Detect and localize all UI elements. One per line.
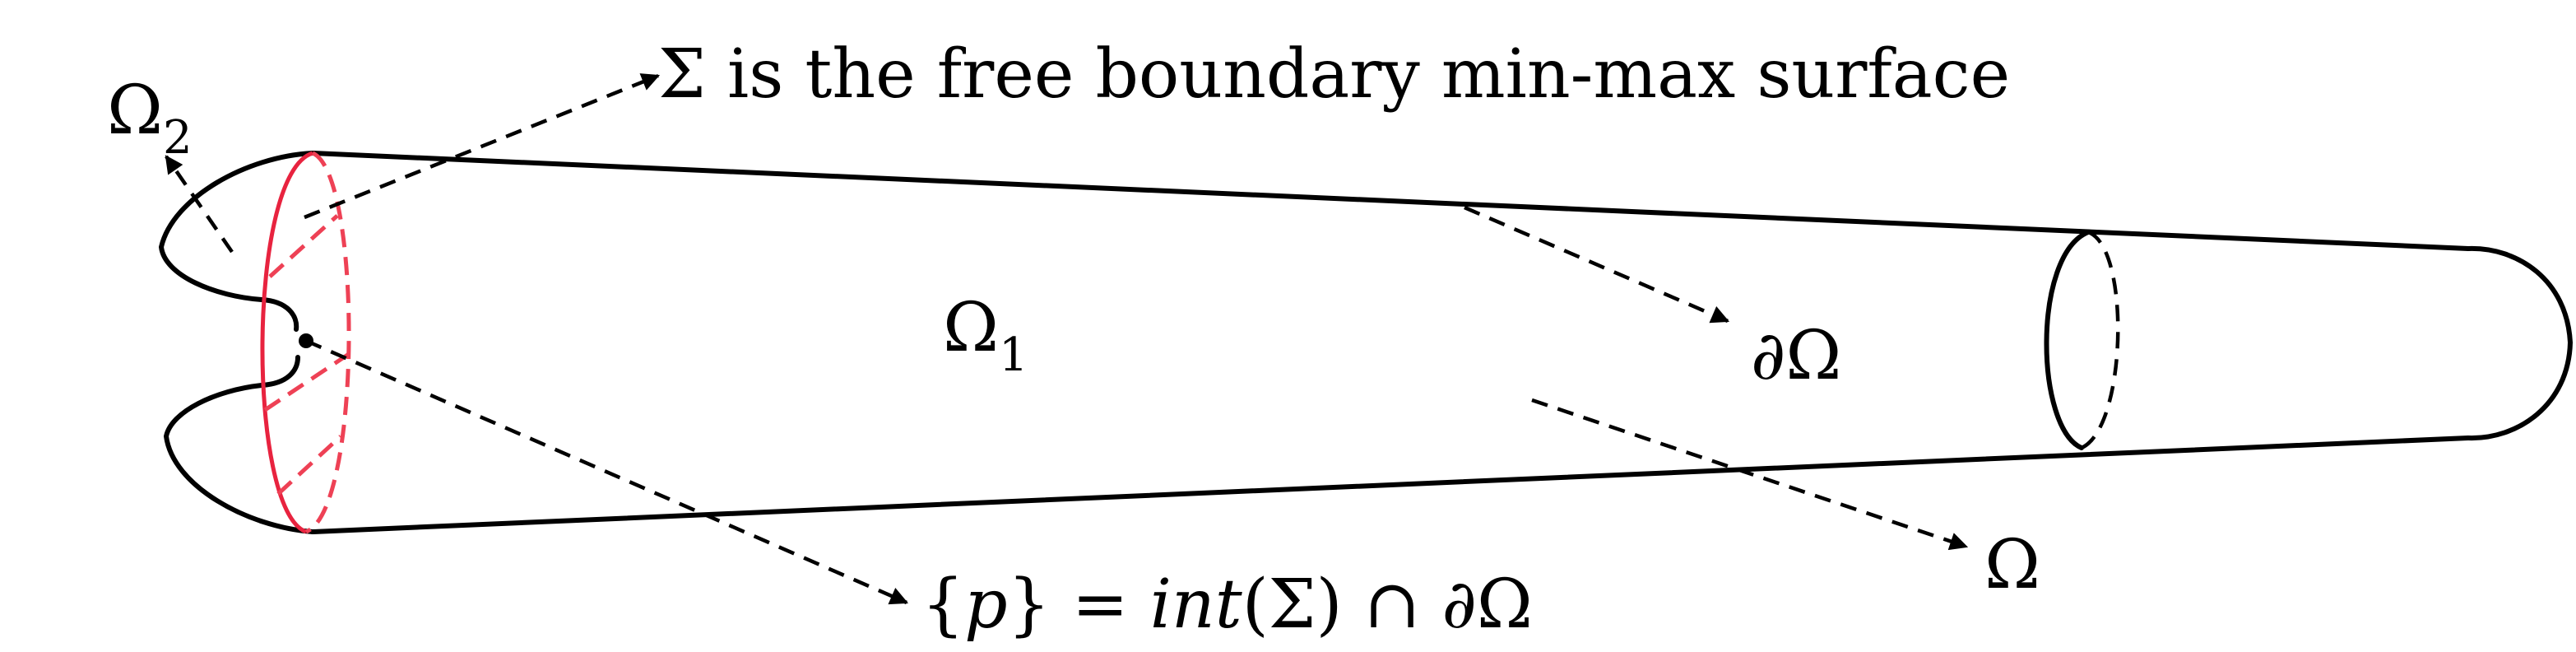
cross-section-front <box>2044 230 2091 450</box>
lower-lobe <box>164 383 315 534</box>
omega1-label: Ω1 <box>943 289 1028 382</box>
sigma-arrow <box>304 73 661 220</box>
sigma-hatch-1 <box>268 214 339 278</box>
boundary-omega-label: ∂Ω <box>1751 317 1841 395</box>
boundary-arrow <box>1464 205 1730 324</box>
sigma-hatch-3 <box>276 435 342 496</box>
point-arrow <box>305 338 909 605</box>
sigma-front-curve <box>260 151 313 534</box>
tube-top-edge <box>310 151 2471 251</box>
omega-label: Ω <box>1984 526 2040 604</box>
cross-section-hidden <box>2080 230 2120 450</box>
omega2-arrow <box>165 155 234 254</box>
tube-bottom-edge <box>310 435 2471 534</box>
tube-end-cap <box>2466 245 2573 441</box>
inner-notch-lower <box>259 355 300 388</box>
sigma-caption: Σ is the free boundary min-max surface <box>658 35 2010 114</box>
omega2-label: Ω2 <box>107 72 193 165</box>
sigma-hidden-curve <box>304 151 351 534</box>
omega-arrow <box>1531 398 1969 551</box>
upper-lobe <box>159 151 315 302</box>
inner-notch <box>259 297 299 332</box>
point-intersection-label: {p} = int(Σ) ∩ ∂Ω <box>921 566 1533 644</box>
sigma-hatch-2 <box>263 352 350 412</box>
